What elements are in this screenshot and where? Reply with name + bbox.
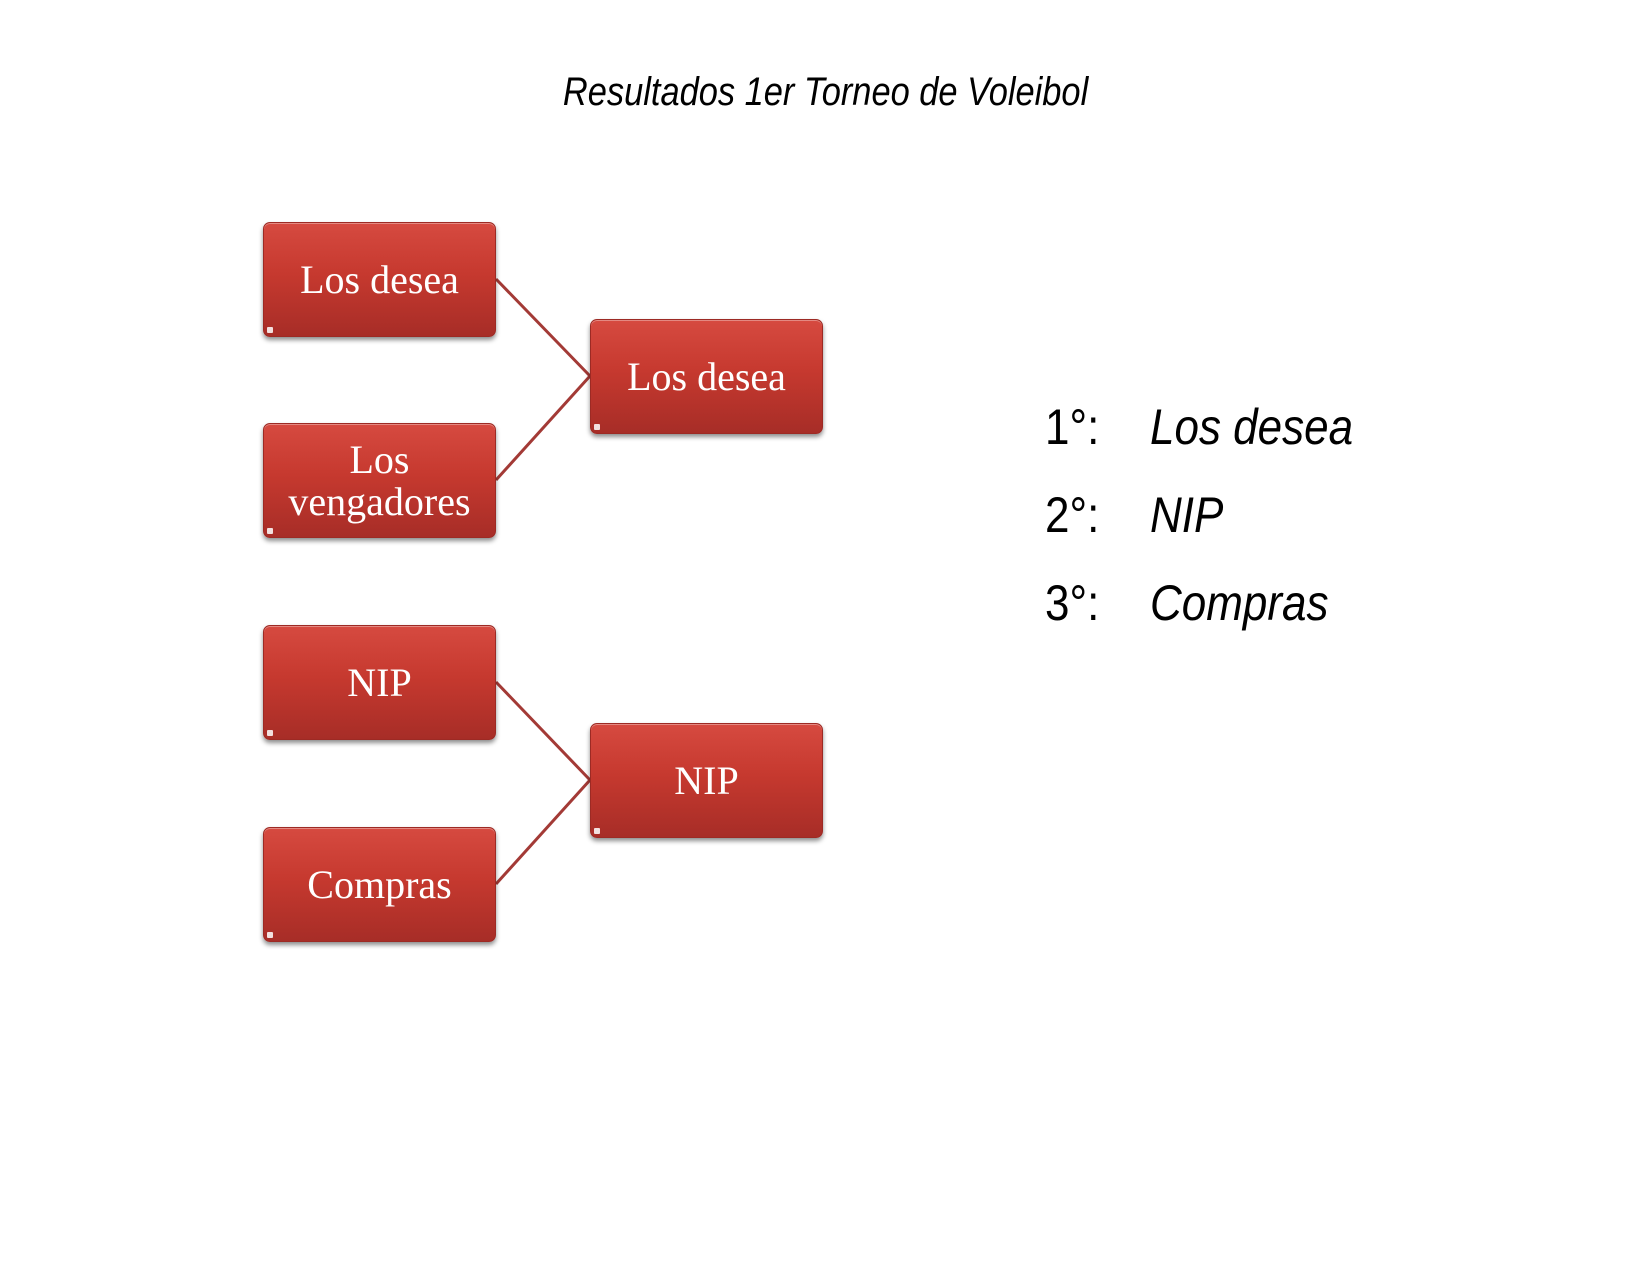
bracket-team-node: Los vengadores bbox=[263, 423, 496, 538]
bracket-winner-node: Los desea bbox=[590, 319, 823, 434]
place-label: 1°: bbox=[1045, 399, 1100, 455]
team-label: Compras bbox=[307, 861, 452, 907]
connector-line bbox=[494, 778, 592, 886]
team-label: Los desea bbox=[300, 256, 459, 302]
place-team: Compras bbox=[1150, 575, 1329, 631]
bracket-team-node: NIP bbox=[263, 625, 496, 740]
team-label: Los vengadores bbox=[288, 436, 471, 524]
connector-line bbox=[494, 374, 592, 482]
bracket-winner-node: NIP bbox=[590, 723, 823, 838]
winner-label: Los desea bbox=[627, 353, 786, 399]
connector-line bbox=[494, 277, 592, 378]
place-team: NIP bbox=[1150, 487, 1224, 543]
standings-list: 1°: Los desea 2°: NIP 3°: Compras bbox=[1045, 383, 1381, 647]
standing-row: 3°: Compras bbox=[1045, 559, 1381, 647]
bracket-team-node: Compras bbox=[263, 827, 496, 942]
winner-label: NIP bbox=[674, 757, 739, 803]
place-label: 2°: bbox=[1045, 487, 1100, 543]
page-title: Resultados 1er Torneo de Voleibol bbox=[562, 70, 1089, 114]
standing-row: 2°: NIP bbox=[1045, 471, 1381, 559]
standing-row: 1°: Los desea bbox=[1045, 383, 1381, 471]
bracket-team-node: Los desea bbox=[263, 222, 496, 337]
place-team: Los desea bbox=[1150, 399, 1354, 455]
team-label: NIP bbox=[347, 659, 412, 705]
place-label: 3°: bbox=[1045, 575, 1100, 631]
connector-line bbox=[494, 680, 592, 782]
